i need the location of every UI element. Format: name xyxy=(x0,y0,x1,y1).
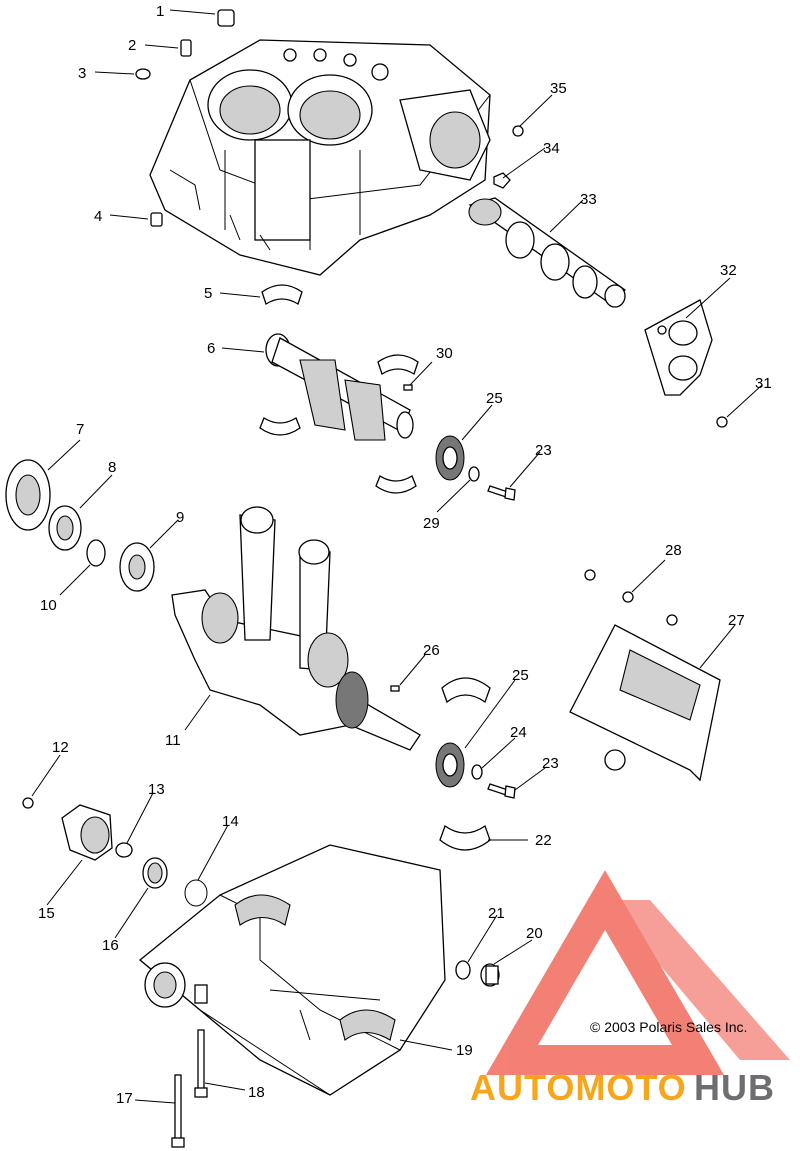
dowel-pin-1 xyxy=(217,9,235,27)
callout-16: 16 xyxy=(102,937,119,954)
bearing-half-main xyxy=(441,677,491,704)
circlip-14 xyxy=(184,879,208,907)
callout-9: 9 xyxy=(176,509,184,526)
callout-27: 27 xyxy=(728,612,745,629)
upper-crankcase xyxy=(149,39,491,276)
oil-seal-7 xyxy=(5,459,51,531)
dowel-pin-2 xyxy=(180,39,192,57)
callout-3: 3 xyxy=(78,65,86,82)
ring-10 xyxy=(86,539,106,567)
callout-7: 7 xyxy=(76,421,84,438)
bolt-17 xyxy=(171,1074,185,1148)
plug-4 xyxy=(150,212,163,227)
washer-21 xyxy=(455,960,471,980)
callout-25-upper: 25 xyxy=(486,390,503,407)
drain-plug-20 xyxy=(480,963,500,987)
callout-5: 5 xyxy=(204,285,212,302)
callout-20: 20 xyxy=(526,925,543,942)
watermark-text-automoto: AUTOMOTO xyxy=(470,1067,687,1108)
callout-6: 6 xyxy=(207,340,215,357)
callout-4: 4 xyxy=(94,208,102,225)
bolt-34 xyxy=(493,172,511,189)
callout-19: 19 xyxy=(456,1042,473,1059)
callout-21: 21 xyxy=(488,905,505,922)
callout-28: 28 xyxy=(665,542,682,559)
screw-28b xyxy=(622,591,634,603)
watermark-logo xyxy=(485,870,790,1075)
screw-31 xyxy=(716,416,728,428)
balance-shaft-6 xyxy=(265,333,414,441)
callout-32: 32 xyxy=(720,262,737,279)
bolt-12 xyxy=(22,797,34,809)
washer-29 xyxy=(468,466,480,482)
crankshaft-11 xyxy=(171,506,421,751)
bolt-23-lower xyxy=(487,783,516,799)
camshaft-33 xyxy=(468,197,626,308)
o-ring-3 xyxy=(135,68,151,80)
callout-26: 26 xyxy=(423,642,440,659)
bearing-half-lower-right xyxy=(375,475,417,494)
key-26 xyxy=(390,685,400,692)
baffle-plate-27 xyxy=(569,624,721,782)
lower-crankcase-19 xyxy=(138,844,446,1096)
callout-12: 12 xyxy=(52,739,69,756)
callout-35: 35 xyxy=(550,80,567,97)
bearing-9 xyxy=(119,542,155,592)
bolt-18 xyxy=(194,1029,208,1098)
gear-25-lower xyxy=(435,742,465,788)
callout-33: 33 xyxy=(580,191,597,208)
bearing-8 xyxy=(48,505,82,551)
bearing-half-22 xyxy=(439,824,491,851)
callout-25-lower: 25 xyxy=(512,667,529,684)
leader-lines xyxy=(31,9,763,1104)
bearing-half-lower-left xyxy=(259,417,301,436)
callout-18: 18 xyxy=(248,1084,265,1101)
callout-34: 34 xyxy=(543,140,560,157)
screw-28a xyxy=(584,569,596,581)
gear-25-upper xyxy=(435,435,465,481)
callout-24: 24 xyxy=(510,724,527,741)
watermark-text-hub: HUB xyxy=(694,1067,775,1108)
plug-16 xyxy=(142,857,168,889)
ring-13 xyxy=(115,842,133,858)
callout-1: 1 xyxy=(156,3,164,20)
callout-14: 14 xyxy=(222,813,239,830)
callout-labels: 1 2 3 4 5 6 30 35 34 33 32 31 25 23 29 7… xyxy=(38,3,772,1107)
washer-24 xyxy=(471,764,483,780)
copyright-notice: © 2003 Polaris Sales Inc. xyxy=(590,1019,747,1035)
callout-11: 11 xyxy=(165,732,181,749)
callout-23-upper: 23 xyxy=(535,442,552,459)
callout-15: 15 xyxy=(38,905,55,922)
bolt-23-upper xyxy=(487,485,516,501)
callout-22: 22 xyxy=(535,832,552,849)
callout-2: 2 xyxy=(128,37,136,54)
callout-13: 13 xyxy=(148,781,165,798)
bolt-35 xyxy=(512,125,524,137)
callout-17: 17 xyxy=(116,1090,133,1107)
screw-28c xyxy=(666,614,678,626)
callout-10: 10 xyxy=(40,597,57,614)
bearing-half-5 xyxy=(261,284,303,305)
bearing-half-upper xyxy=(377,354,419,375)
callout-31: 31 xyxy=(755,375,772,392)
callout-23-lower: 23 xyxy=(542,755,559,772)
callout-29: 29 xyxy=(423,515,440,532)
cover-gasket-32 xyxy=(644,299,713,396)
key-30 xyxy=(403,384,413,391)
callout-8: 8 xyxy=(108,459,116,476)
callout-30: 30 xyxy=(436,345,453,362)
oil-pump-15 xyxy=(61,804,113,861)
